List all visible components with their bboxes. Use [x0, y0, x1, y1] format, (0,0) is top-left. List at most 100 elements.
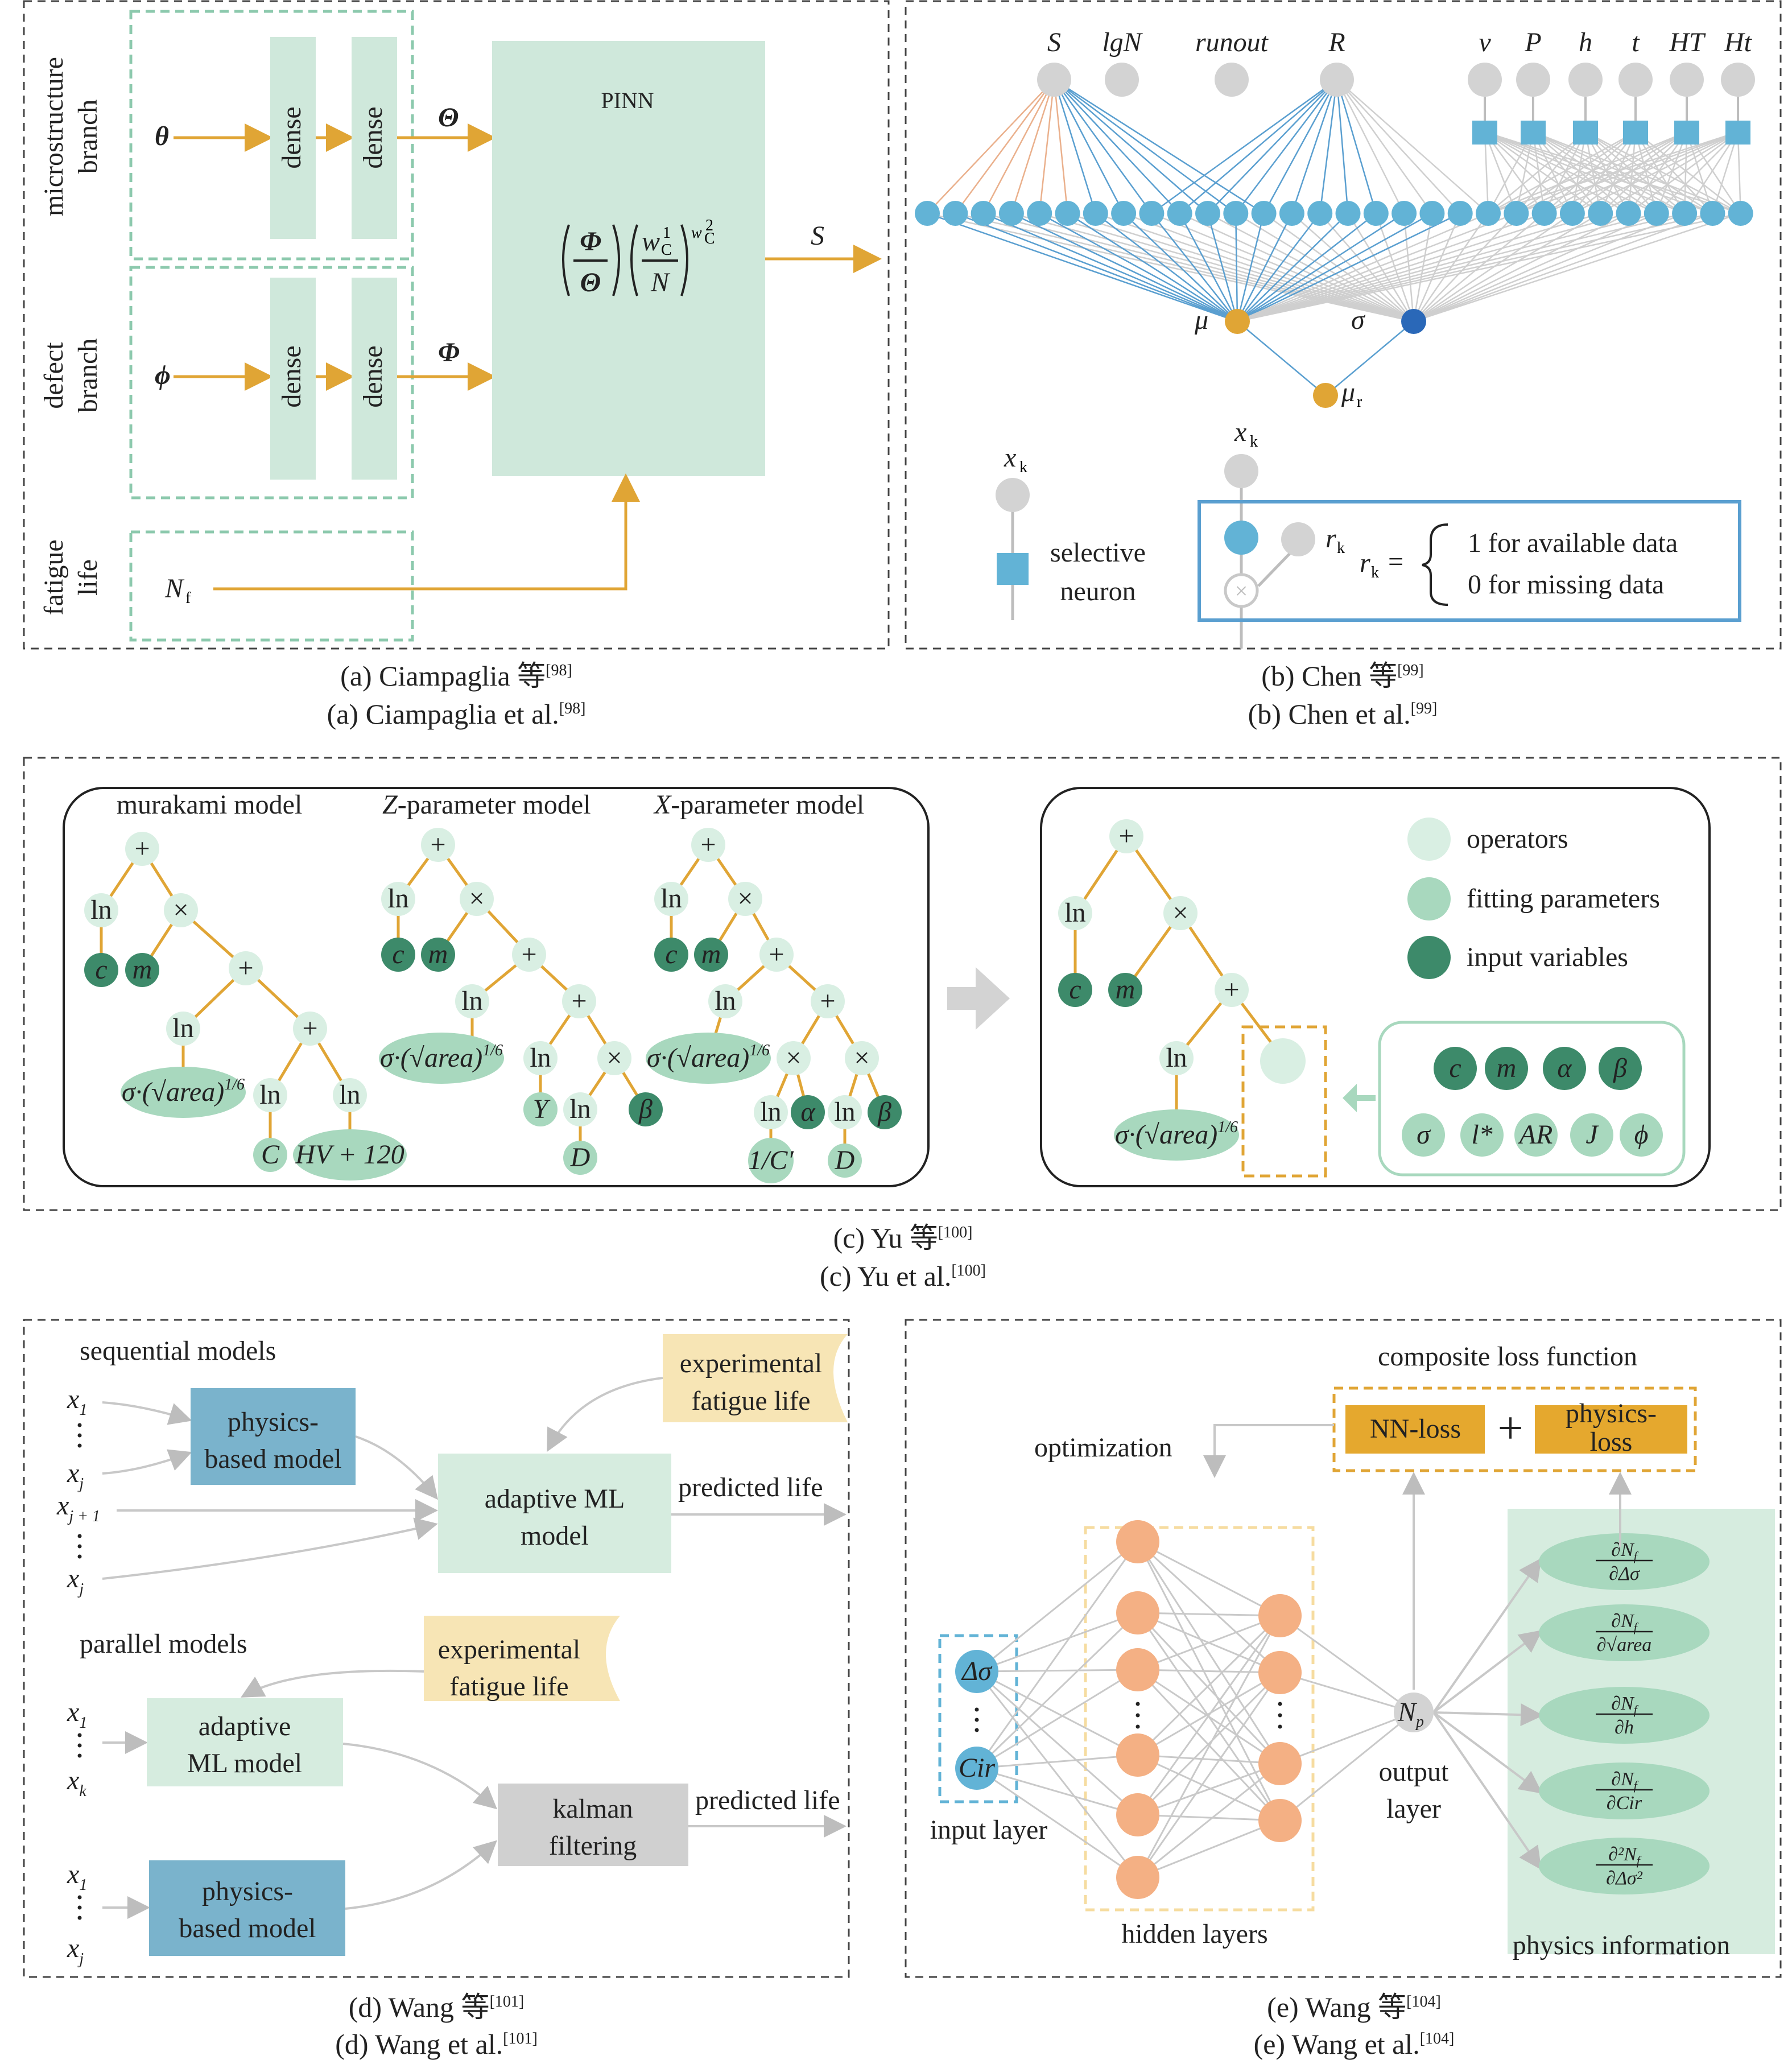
mu-node — [1225, 309, 1250, 334]
z-sigma-area-exp: 1/6 — [482, 1042, 503, 1059]
hidden-node-9 — [1167, 201, 1192, 226]
par-dots-2 — [77, 1895, 82, 1900]
panel-a-border — [23, 0, 890, 650]
caption-b-cn: (b) Chen 等[99] — [1261, 660, 1424, 692]
sel-link — [1533, 131, 1629, 214]
output-physics-link — [1432, 1711, 1542, 1870]
neural-network: ΔσCirNp∂Nf∂Δσ∂Nf∂√area∂Nf∂h∂Nf∂Cir∂²Nf∂Δ… — [955, 1520, 1710, 1899]
hidden-output-link — [1279, 1615, 1414, 1714]
murakami-ln: ln — [90, 895, 112, 925]
input-hidden-link — [976, 1767, 1138, 1816]
murakami-ln-4-shape — [333, 1078, 367, 1112]
sigma-link-11 — [1235, 212, 1414, 323]
hidden-hidden-link — [1137, 1762, 1281, 1879]
murakami-times: × — [173, 895, 188, 925]
sel-link — [1543, 131, 1636, 214]
z-sigma-area: σ·(√area)1/6 — [380, 1042, 503, 1073]
sel-link — [1532, 131, 1545, 214]
mu-link-18 — [1237, 212, 1433, 323]
z-c: c — [392, 939, 404, 969]
hidden1-node-0 — [1116, 1520, 1159, 1563]
sel-link — [1572, 131, 1739, 214]
sigma-link-18 — [1413, 213, 1433, 322]
physics-par-1: physics- — [202, 1876, 293, 1906]
hidden-node-15 — [1335, 201, 1361, 226]
formula-exp-sup: 2 — [705, 217, 713, 234]
life-label: life — [73, 559, 103, 596]
murakami-ln-3: ln — [259, 1080, 280, 1110]
deriv-4-num-sub: f — [1637, 1854, 1642, 1868]
cand-input-2: α — [1557, 1053, 1572, 1083]
input-layer-box — [938, 1634, 1018, 1803]
hidden-node-23 — [1559, 201, 1585, 226]
mu-link-25 — [1237, 212, 1629, 323]
search-ln: ln — [1064, 898, 1085, 928]
dense-label-4: dense — [358, 345, 388, 407]
hidden2-node-1 — [1258, 1651, 1302, 1694]
R-link-10 — [1207, 79, 1337, 214]
Nf-arrow — [213, 473, 640, 591]
deriv-3-den: ∂Cir — [1607, 1793, 1642, 1814]
output-physics-link — [1432, 1558, 1542, 1714]
x-ln: ln — [660, 884, 682, 914]
seq-dots-2 — [77, 1534, 82, 1538]
mu-link-21 — [1237, 212, 1517, 323]
output-physics-link — [1432, 1711, 1543, 1794]
dense-block-1 — [270, 37, 316, 239]
cand-input-0: c — [1449, 1053, 1461, 1083]
sigma-link-7 — [1123, 212, 1414, 323]
murakami-sigma-area: σ·(√area)1/6 — [122, 1076, 245, 1107]
panel-d-border — [23, 1319, 850, 1978]
z-ln-3-shape — [523, 1041, 558, 1075]
sel-square-4 — [1472, 121, 1497, 145]
mu-r-label: μ — [1341, 377, 1355, 407]
seq-dots-2 — [77, 1554, 82, 1559]
murakami-plus-2: + — [238, 953, 253, 983]
hidden-node-10 — [1195, 201, 1220, 226]
z-plus-3-shape — [562, 984, 596, 1018]
x-D-shape — [828, 1144, 862, 1178]
input-hidden-link — [976, 1541, 1138, 1673]
murakami-m-shape — [125, 953, 159, 987]
hidden-hidden-link — [1137, 1541, 1281, 1617]
cand-fit-0-shape — [1402, 1113, 1445, 1157]
murakami-HV-shape — [293, 1129, 407, 1180]
mu-link-5 — [1067, 212, 1238, 323]
x-sigma-area-exp: 1/6 — [749, 1042, 770, 1059]
murakami-C-shape — [253, 1138, 287, 1172]
kalman-1: kalman — [552, 1794, 633, 1824]
hidden-hidden-link — [1137, 1814, 1281, 1822]
hidden2-dots — [1278, 1724, 1282, 1729]
hidden-hidden-link — [1137, 1615, 1281, 1815]
par-dots-2 — [77, 1905, 82, 1910]
sel-link — [1600, 131, 1637, 214]
x-plus-shape — [691, 828, 725, 862]
z-ln-3: ln — [530, 1043, 551, 1073]
seq-xj-2-sub: j — [77, 1580, 84, 1598]
x-invC-shape — [748, 1138, 794, 1183]
hidden-hidden-link — [1137, 1612, 1281, 1617]
z-ln-shape — [381, 882, 415, 916]
physics-box-par — [149, 1860, 345, 1956]
z-D: D — [570, 1142, 591, 1173]
par-dots-1 — [77, 1753, 82, 1758]
sigma-to-mur — [1325, 321, 1414, 396]
sel-square-9 — [1725, 121, 1750, 145]
sigma-link-13 — [1291, 213, 1414, 322]
output-Np-sub: p — [1415, 1713, 1424, 1731]
input-cir-node — [955, 1747, 998, 1790]
sel-link — [1487, 131, 1534, 214]
x-plus-2-shape — [759, 938, 794, 972]
top-label-9: Ht — [1724, 27, 1753, 57]
sel-link — [1585, 131, 1713, 214]
adaptive-ml-box-seq — [438, 1454, 671, 1573]
x-plus: + — [700, 829, 716, 860]
top-node-7 — [1618, 63, 1653, 97]
top-label-8: HT — [1669, 27, 1706, 57]
top-node-9 — [1721, 63, 1755, 97]
hidden-hidden-link — [1137, 1671, 1281, 1816]
murakami-c-shape — [84, 953, 118, 987]
missing-data-box — [1198, 500, 1741, 622]
murakami-ln-shape — [84, 893, 118, 927]
